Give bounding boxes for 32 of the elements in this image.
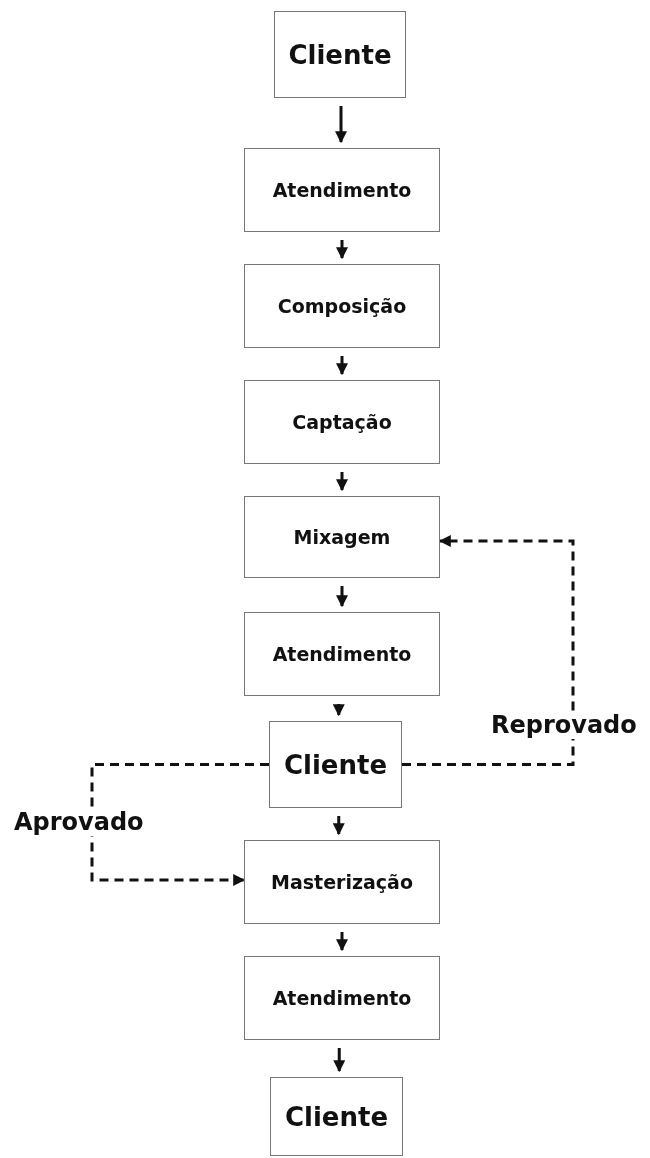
- box-label: Cliente: [284, 1101, 389, 1132]
- process-box: [244, 840, 440, 924]
- process-box: [244, 496, 440, 578]
- process-box: [244, 380, 440, 464]
- box-label: Masterização: [271, 871, 413, 893]
- box-label: Atendimento: [272, 987, 412, 1009]
- arrow: [336, 586, 348, 608]
- process-box: [244, 956, 440, 1040]
- box-label: Cliente: [283, 749, 388, 780]
- box-label: Cliente: [288, 39, 392, 70]
- box-label: Composição: [277, 295, 407, 317]
- arrow: [90, 763, 269, 886]
- edge-label: Aprovado: [12, 808, 146, 836]
- arrow: [332, 704, 345, 717]
- process-box: [274, 11, 406, 98]
- process-box: [270, 1077, 403, 1156]
- process-box: [244, 264, 440, 348]
- arrow: [402, 535, 575, 766]
- box-label: Captação: [292, 411, 392, 433]
- box-label: Mixagem: [293, 526, 391, 548]
- arrow: [335, 106, 347, 144]
- box-label: Atendimento: [272, 179, 412, 201]
- arrow: [332, 816, 345, 836]
- process-box: [244, 148, 440, 232]
- arrow: [336, 240, 348, 260]
- process-box: [244, 612, 440, 696]
- box-label: Atendimento: [272, 643, 412, 665]
- arrow: [336, 932, 348, 952]
- arrow: [333, 1048, 346, 1073]
- arrow: [336, 472, 348, 492]
- arrow: [336, 356, 348, 376]
- process-box: [269, 721, 402, 808]
